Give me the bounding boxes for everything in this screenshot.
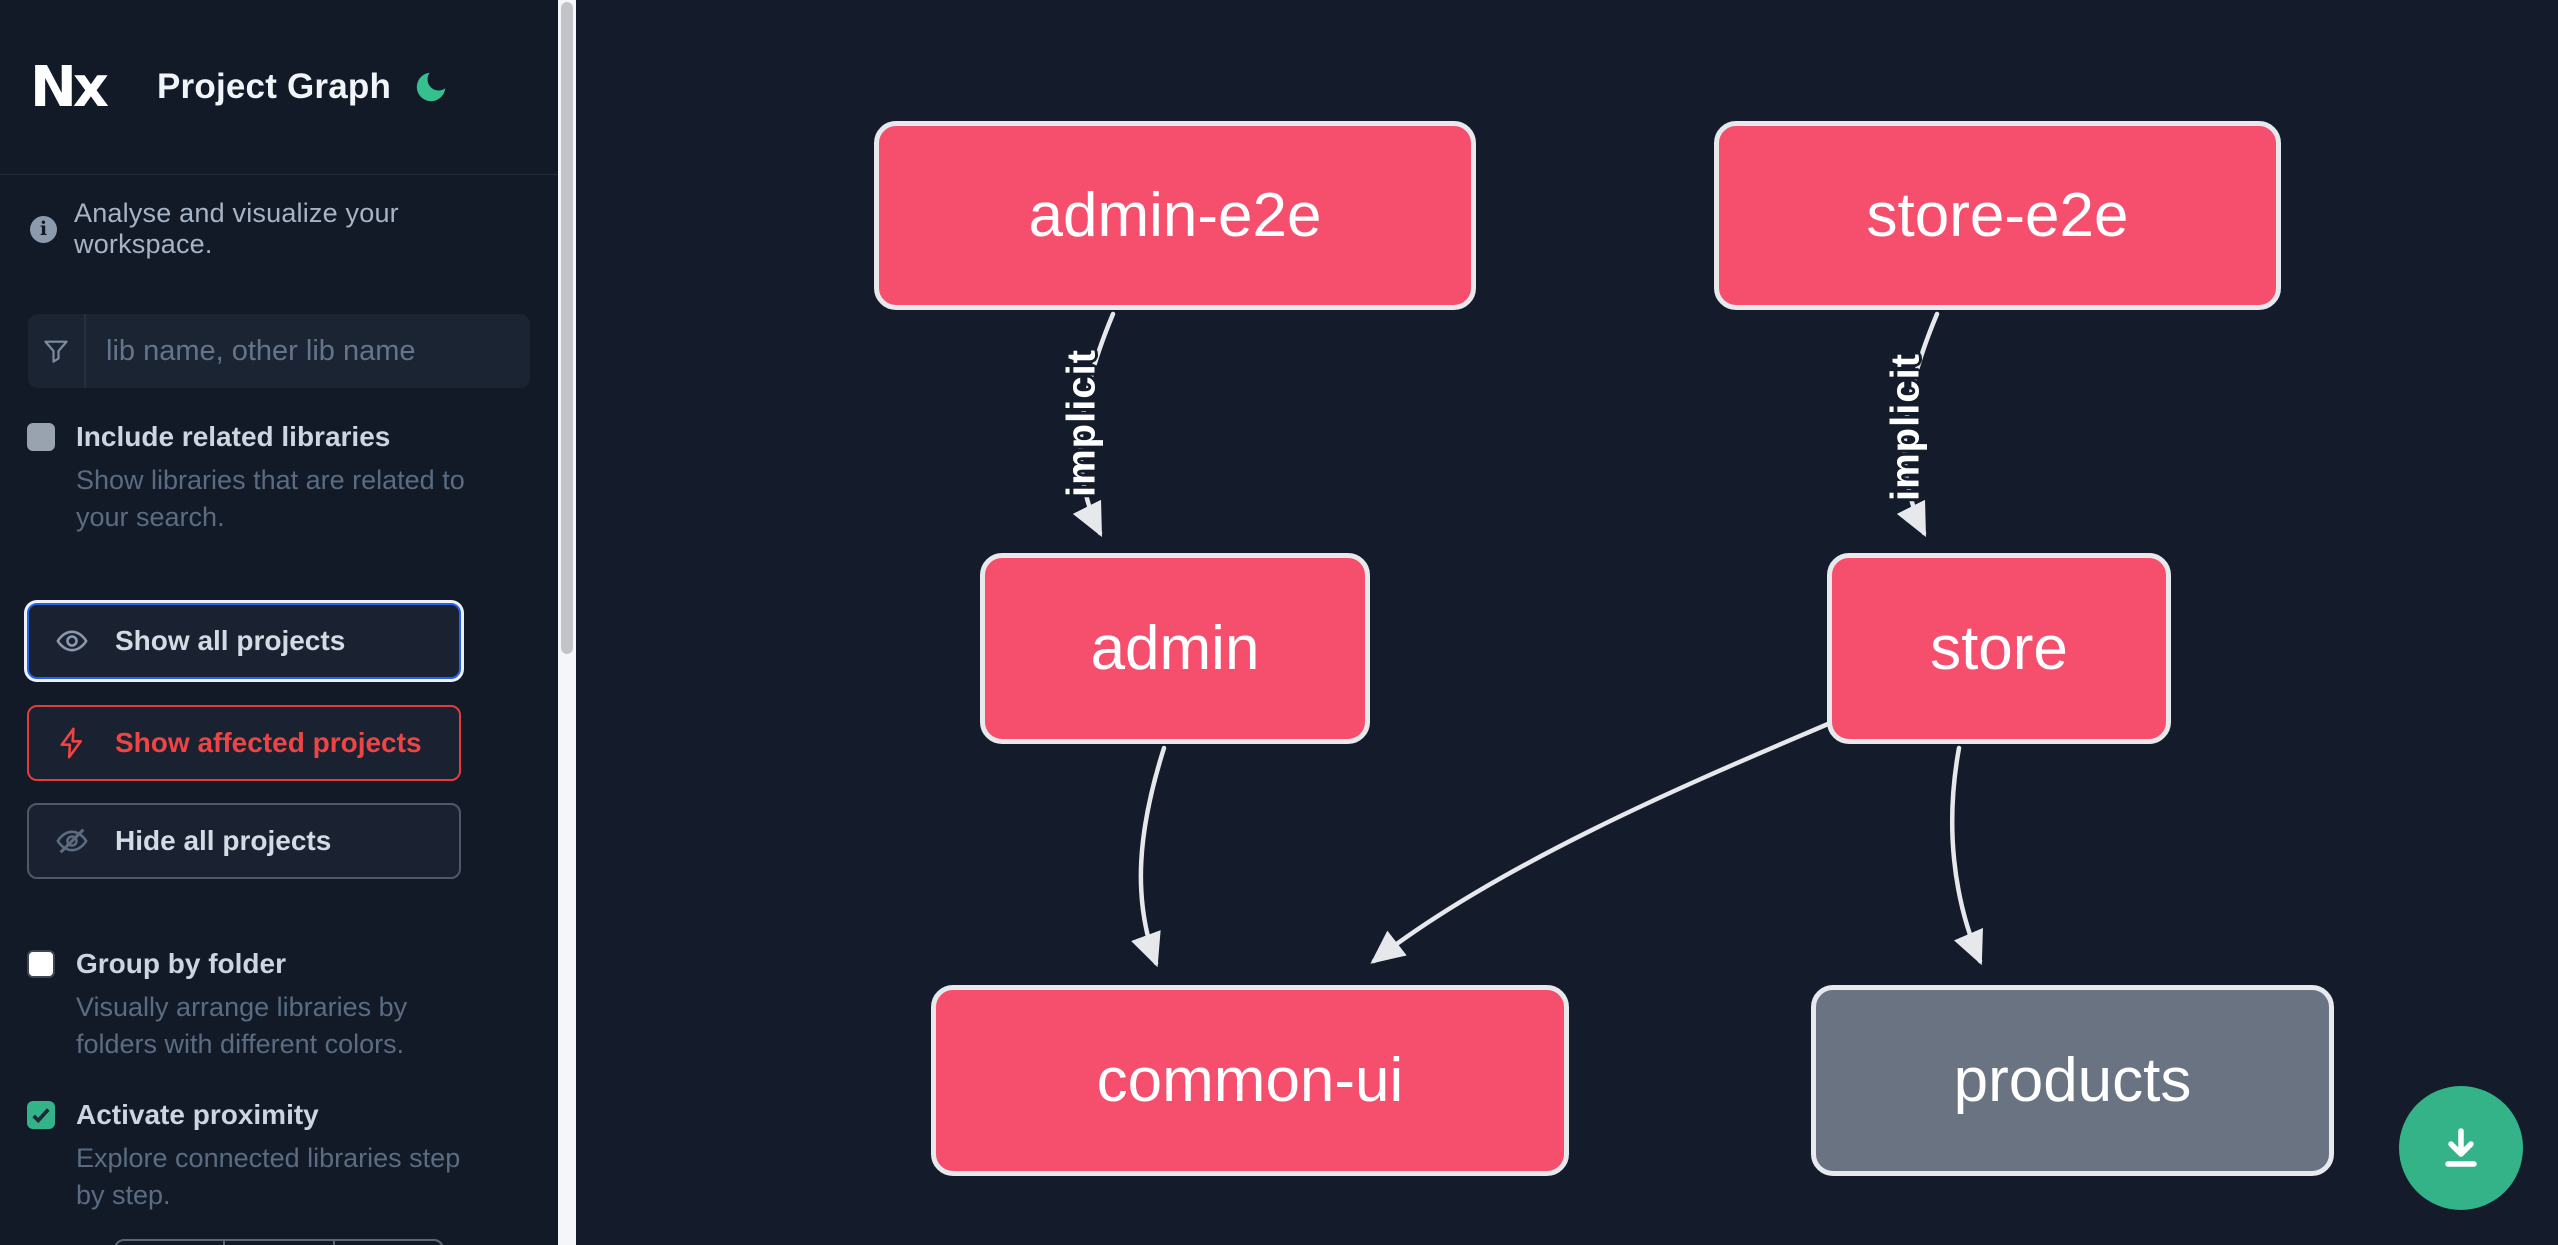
- show-all-projects-label: Show all projects: [115, 625, 346, 656]
- download-graph-button[interactable]: [2399, 1086, 2523, 1210]
- activate-proximity-checkbox[interactable]: [27, 1101, 55, 1129]
- project-graph-canvas[interactable]: implicit implicit admin-e2e store-e2e ad…: [576, 0, 2558, 1245]
- include-related-checkbox[interactable]: [27, 423, 55, 451]
- option-activate-proximity: Activate proximity Explore connected lib…: [27, 1098, 491, 1214]
- proximity-depth-value: [223, 1241, 332, 1245]
- eye-off-icon: [56, 828, 88, 854]
- edge-store-e2e-store: [1896, 311, 1940, 538]
- sidebar-scrollbar-thumb[interactable]: [561, 2, 573, 654]
- hide-all-projects-button[interactable]: Hide all projects: [27, 803, 461, 879]
- node-common-ui[interactable]: common-ui: [931, 985, 1569, 1176]
- option-group-by-folder: Group by folder Visually arrange librari…: [27, 947, 491, 1063]
- sidebar-scrollbar-track: [558, 0, 576, 1245]
- info-icon: i: [30, 215, 57, 243]
- activate-proximity-description: Explore connected libraries step by step…: [76, 1143, 461, 1210]
- node-products[interactable]: products: [1811, 985, 2334, 1176]
- node-admin-e2e[interactable]: admin-e2e: [874, 121, 1476, 310]
- group-by-folder-label: Group by folder: [76, 948, 286, 979]
- tagline-row: i Analyse and visualize your workspace.: [30, 198, 530, 260]
- dependency-edges: [1072, 311, 1983, 968]
- show-affected-projects-button[interactable]: Show affected projects: [27, 705, 461, 781]
- group-by-folder-checkbox[interactable]: [27, 950, 55, 978]
- tagline-text: Analyse and visualize your workspace.: [74, 198, 399, 259]
- filter-funnel-icon: [28, 314, 86, 388]
- group-by-folder-description: Visually arrange libraries by folders wi…: [76, 992, 408, 1059]
- include-related-label: Include related libraries: [76, 421, 391, 452]
- edge-store-products: [1949, 745, 1983, 966]
- edge-label-implicit-admin: implicit: [1059, 348, 1104, 498]
- edge-store-common-ui: [1370, 721, 1831, 964]
- node-store[interactable]: store: [1827, 553, 2171, 744]
- proximity-decrement-button[interactable]: [116, 1241, 223, 1245]
- node-store-e2e[interactable]: store-e2e: [1714, 121, 2281, 310]
- include-related-description: Show libraries that are related to your …: [76, 465, 465, 532]
- download-icon: [2445, 1128, 2477, 1167]
- show-affected-projects-label: Show affected projects: [115, 727, 422, 758]
- option-include-related: Include related libraries Show libraries…: [27, 420, 491, 536]
- search-input[interactable]: [86, 314, 530, 388]
- bolt-icon: [60, 727, 83, 759]
- proximity-increment-button[interactable]: [332, 1241, 442, 1245]
- search-box: [28, 314, 530, 388]
- edge-admin-common-ui: [1131, 745, 1167, 968]
- edge-label-implicit-store: implicit: [1883, 352, 1928, 502]
- activate-proximity-label: Activate proximity: [76, 1099, 319, 1130]
- edge-admin-e2e-admin: [1072, 311, 1116, 538]
- nx-logo: Nx: [30, 54, 109, 120]
- node-admin[interactable]: admin: [980, 553, 1370, 744]
- hide-all-projects-label: Hide all projects: [115, 825, 332, 856]
- dark-mode-toggle[interactable]: [412, 68, 450, 106]
- moon-icon: [416, 72, 446, 102]
- sidebar-header: Nx Project Graph: [0, 0, 558, 175]
- show-all-projects-button[interactable]: Show all projects: [27, 603, 461, 679]
- eye-icon: [56, 630, 88, 652]
- proximity-stepper[interactable]: [114, 1239, 444, 1245]
- page-title: Project Graph: [157, 67, 392, 106]
- sidebar: Nx Project Graph i Analyse and visualize…: [0, 0, 558, 1245]
